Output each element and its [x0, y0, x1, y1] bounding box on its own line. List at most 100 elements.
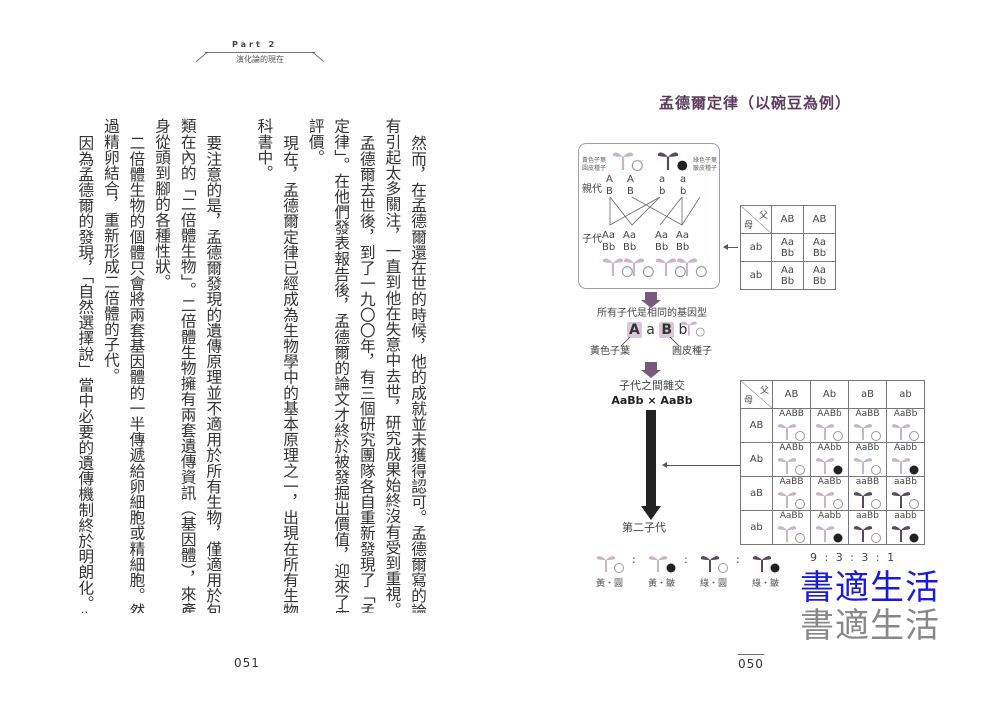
cell-line-1: Aa — [813, 264, 826, 276]
cell-genotype: AABb — [817, 409, 842, 419]
parent-allele: A — [627, 174, 634, 185]
cross-lines — [609, 196, 700, 226]
ratio-separator: : — [684, 553, 688, 566]
child-genotype: Bb — [676, 242, 690, 253]
plant-yellow-round-icon — [773, 522, 810, 544]
same-genotype-label: 所有子代是相同的基因型 — [597, 308, 707, 319]
punnett-cell: AABB — [772, 408, 811, 443]
punnett-cell: aaBb — [848, 510, 887, 545]
cell-genotype: AAbb — [817, 443, 842, 453]
text-column: 因為孟德爾的發現，「自然選擇說」當中必要的遺傳機制終於明朗化。生物 — [76, 135, 95, 613]
column-header: Ab — [810, 380, 849, 409]
text-column: 定律」。在他們發表報告後，孟德爾的論文才終於被發掘出價值，迎來了應有的 — [332, 118, 351, 613]
cell-genotype: AaBb — [893, 409, 918, 419]
cell-genotype: AaBB — [855, 409, 880, 419]
cell-genotype: AaBb — [855, 443, 880, 453]
column-header: AB — [771, 205, 804, 234]
punnett-cell: aaBB — [848, 476, 887, 511]
cell-genotype: AaBB — [779, 477, 804, 487]
child-genotype: Aa — [676, 230, 689, 241]
plant-yellow-round-icon — [773, 420, 810, 442]
punnett-cell: AaBB — [848, 408, 887, 443]
punnett-cell: AAbb — [810, 442, 849, 477]
child-genotype: Aa — [655, 230, 668, 241]
parent-allele: A — [606, 174, 613, 185]
cross-formula: AaBb × AaBb — [611, 394, 693, 407]
plant-yellow-wrinkled-icon — [811, 522, 848, 544]
cell-line-1: Aa — [781, 264, 794, 276]
round-seed-label: 圓皮種子 — [672, 346, 712, 357]
body-text: 然而，在孟德爾還在世的時候，他的成就並未獲得認可。孟德爾寫的論文沒有引起太多關注… — [70, 118, 430, 613]
punnett-cell: AaBb — [886, 408, 925, 443]
father-label: 父 — [758, 211, 768, 221]
header-corner: 父母 — [740, 380, 773, 409]
parent-allele: b — [659, 186, 666, 197]
plant-yellow-round-icon — [655, 254, 688, 282]
arrow-small-table — [725, 247, 738, 248]
punnett-cell: aaBb — [886, 476, 925, 511]
chapter-title: 演化論的現在 — [205, 52, 315, 66]
ratio: 9 : 3 : 3 : 1 — [810, 551, 897, 564]
punnett-cell: Aabb — [886, 442, 925, 477]
cell-genotype: AABb — [779, 443, 804, 453]
plant-green-round-icon — [887, 488, 924, 510]
mother-label: 母 — [744, 221, 754, 231]
punnett-cell: AABb — [810, 408, 849, 443]
page-number-left: 051 — [234, 656, 260, 670]
yellow-label-2: 圓皮種子 — [582, 165, 607, 172]
page-number-right: 050 — [738, 654, 764, 671]
second-generation-label: 第二子代 — [622, 521, 666, 534]
parent-allele: a — [659, 174, 666, 185]
allele-B: B — [659, 322, 675, 338]
cell-line-1: Aa — [813, 236, 826, 248]
text-column: 類在內的「二倍體生物」。二倍體生物擁有兩套遺傳資訊（基因體），來產生全 — [178, 118, 197, 613]
text-column: 二倍體生物的個體只會將兩套基因體的一半傳遞給卵細胞或精細胞。然後透 — [127, 135, 146, 613]
arrow-head-icon — [723, 244, 728, 250]
cell-line-1: Aa — [781, 236, 794, 248]
child-genotype: Aa — [602, 230, 615, 241]
plant-yellow-wrinkled-icon — [811, 454, 848, 476]
text-column — [225, 118, 251, 613]
plant-yellow-round-icon — [680, 318, 706, 341]
row-header: Ab — [740, 442, 773, 477]
arrow-big-table — [665, 465, 740, 466]
cell-genotype: Aabb — [893, 443, 918, 453]
plant-yellow-round-icon — [849, 420, 886, 442]
text-column: 孟德爾去世後，到了一九〇〇年，有三個研究團隊各自重新發現了「孟德爾 — [357, 135, 376, 613]
cell-line-2: Bb — [780, 247, 795, 259]
row-header: AB — [740, 408, 773, 443]
legend-label: 黃・圓 — [596, 579, 624, 589]
punnett-cell: AaBB — [772, 476, 811, 511]
cell-line-2: Bb — [812, 275, 827, 287]
column-header: AB — [772, 380, 811, 409]
punnett-cell: AABb — [772, 442, 811, 477]
legend-plant-yellow-wrinkled-icon — [648, 552, 678, 578]
parent-allele: a — [680, 174, 687, 185]
watermark-gray: 書適生活 — [800, 606, 940, 646]
punnett-cell: AaBb — [772, 510, 811, 545]
ratio-separator: : — [632, 553, 636, 566]
child-genotype: Bb — [623, 242, 637, 253]
cell-genotype: AABB — [779, 409, 804, 419]
cell-genotype: aaBB — [855, 477, 880, 487]
legend-plant-green-round-icon — [700, 552, 730, 578]
ratio-separator: : — [736, 553, 740, 566]
diagram-title: 孟德爾定律（以碗豆為例） — [658, 94, 851, 112]
yellow-cotyledon-label: 黃色子葉 — [590, 346, 630, 357]
cell-line-2: Bb — [780, 275, 795, 287]
plant-yellow-round-icon — [849, 454, 886, 476]
row-header: ab — [740, 233, 772, 262]
arrow-head-icon — [662, 462, 667, 468]
plant-yellow-round-icon — [887, 420, 924, 442]
header-corner: 父母 — [740, 205, 772, 234]
down-arrow-icon — [641, 362, 661, 378]
punnett-cell: aabb — [886, 510, 925, 545]
legend-label: 黃・皺 — [648, 579, 676, 589]
cell-genotype: aaBb — [856, 511, 879, 521]
plant-yellow-round-icon — [602, 254, 635, 282]
